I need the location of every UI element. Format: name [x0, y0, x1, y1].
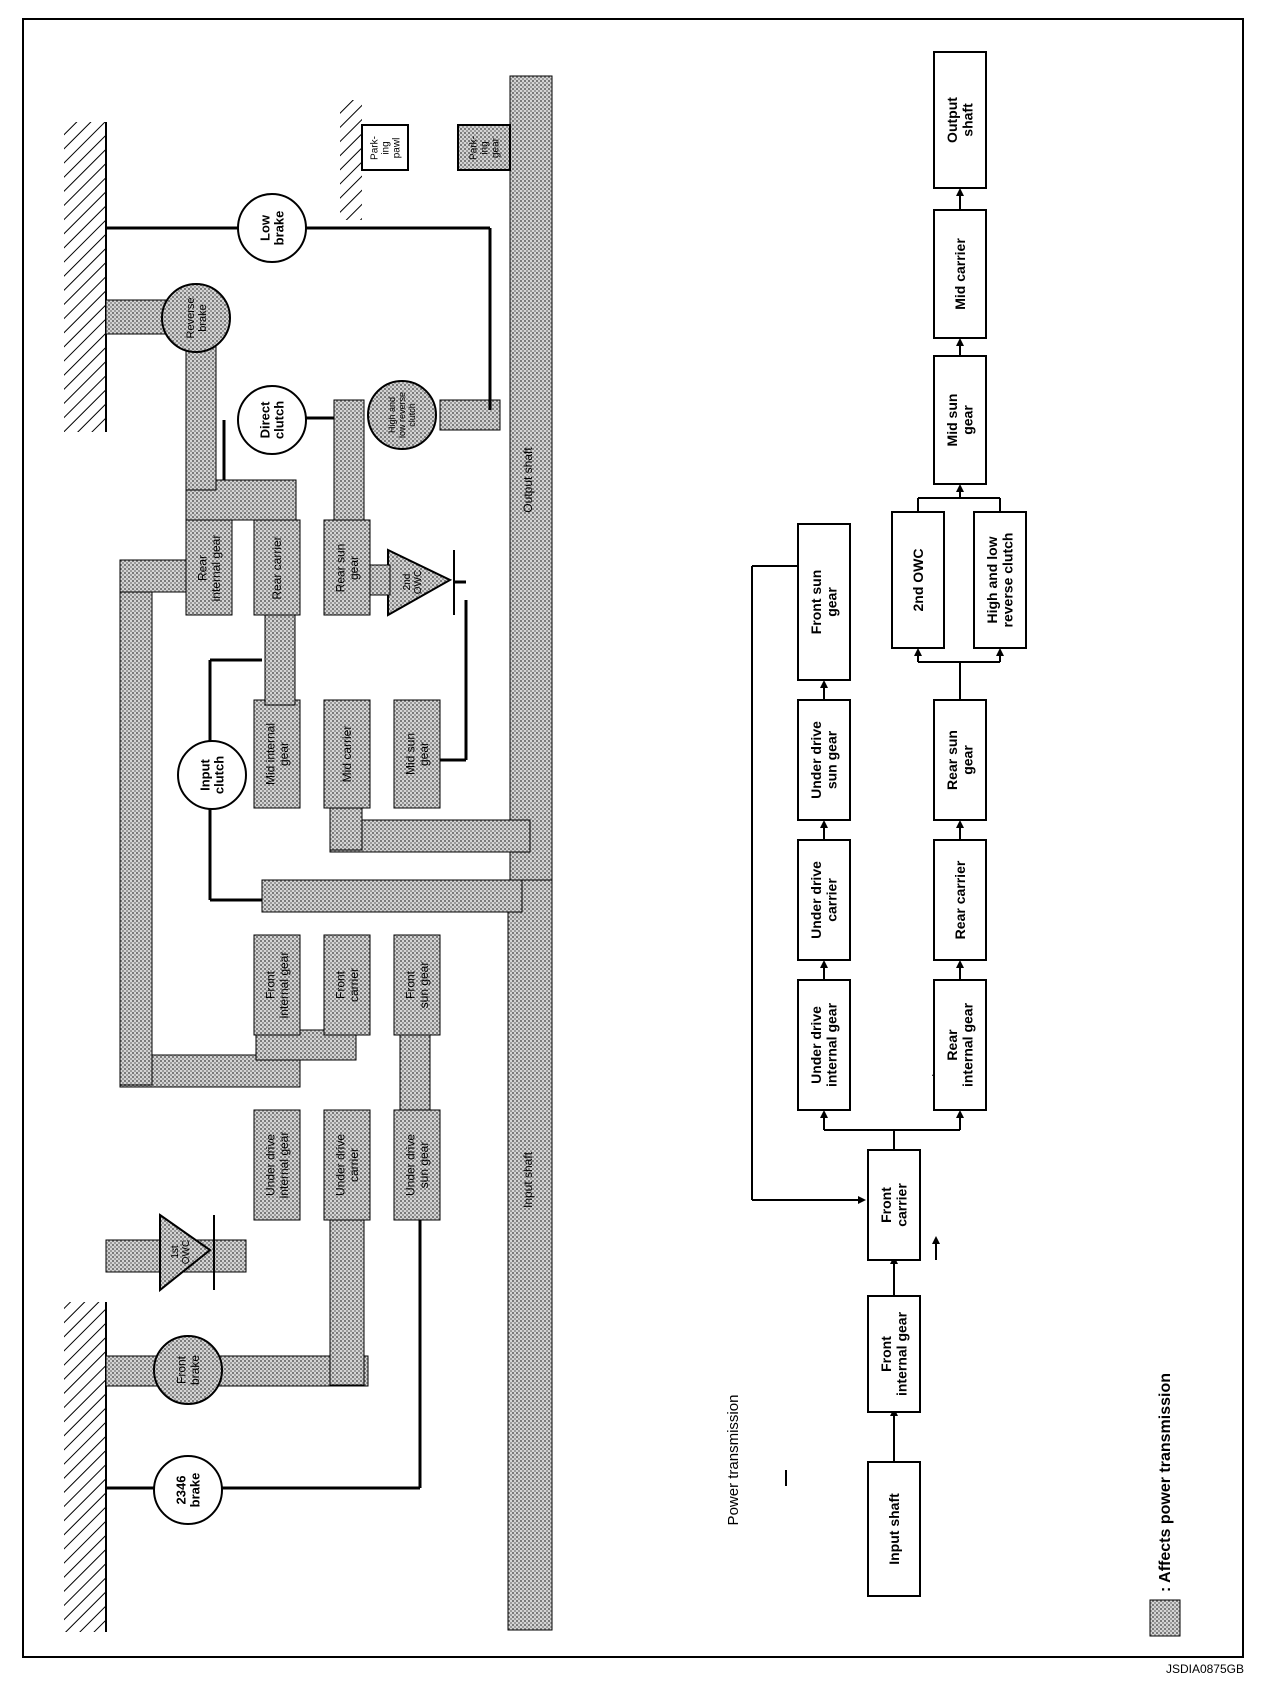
- flow-ud-sun-gear: Under drivesun gear: [797, 699, 851, 821]
- svg-text:Under drivecarrier: Under drivecarrier: [808, 861, 839, 939]
- rear-internal-gear: Rearinternal gear: [185, 519, 233, 616]
- flow-ud-carrier: Under drivecarrier: [797, 839, 851, 961]
- svg-text:Under driveinternal gear: Under driveinternal gear: [264, 1132, 291, 1199]
- ud-internal-gear: Under driveinternal gear: [253, 1109, 301, 1221]
- input-shaft-label: Input shaft: [521, 1151, 535, 1208]
- svg-text:Frontbrake: Frontbrake: [175, 1355, 202, 1385]
- svg-text:2346brake: 2346brake: [173, 1473, 202, 1508]
- input-clutch: Inputclutch: [177, 740, 247, 810]
- legend-swatch: [1149, 1599, 1181, 1637]
- svg-text:Directclutch: Directclutch: [257, 401, 286, 439]
- flow-input-shaft: Input shaft: [867, 1461, 921, 1597]
- output-shaft-label: Output shaft: [521, 447, 535, 513]
- front-brake: Frontbrake: [153, 1335, 223, 1405]
- svg-text:Park-inggear: Park-inggear: [469, 136, 502, 160]
- owc-1st: 1stOWC: [159, 1213, 215, 1293]
- reverse-brake: Reversebrake: [161, 283, 231, 353]
- ud-carrier: Under drivecarrier: [323, 1109, 371, 1221]
- flow-front-internal-gear: Frontinternal gear: [867, 1295, 921, 1413]
- svg-text:Under drivesun gear: Under drivesun gear: [404, 1134, 431, 1196]
- rear-sun-gear: Rear sungear: [323, 519, 371, 616]
- svg-text:Frontinternal gear: Frontinternal gear: [264, 952, 291, 1019]
- figure-reference-code: JSDIA0875GB: [1165, 1662, 1244, 1676]
- input-shaft-bar: [507, 879, 553, 1631]
- svg-text:Mid carrier: Mid carrier: [340, 726, 354, 783]
- svg-text:Reversebrake: Reversebrake: [185, 298, 209, 339]
- flow-mid-sun-gear: Mid sungear: [933, 355, 987, 485]
- svg-text:Mid sungear: Mid sungear: [404, 733, 431, 775]
- legend: : Affects power transmission: [1149, 1373, 1181, 1637]
- low-brake: Lowbrake: [237, 193, 307, 263]
- svg-text:1stOWC: 1stOWC: [170, 1240, 192, 1264]
- svg-text:High andlow reverseclutch: High andlow reverseclutch: [387, 392, 417, 438]
- rear-carrier: Rear carrier: [253, 519, 301, 616]
- svg-text:Frontcarrier: Frontcarrier: [878, 1183, 909, 1227]
- ground-left: [64, 1302, 106, 1632]
- ground-parking: [340, 100, 362, 220]
- mid-sun-gear: Mid sungear: [393, 699, 441, 809]
- mid-carrier: Mid carrier: [323, 699, 371, 809]
- svg-text:Rearinternal gear: Rearinternal gear: [196, 535, 223, 602]
- high-low-reverse-clutch: High andlow reverseclutch: [367, 380, 437, 450]
- output-shaft-bar: [509, 75, 553, 907]
- svg-text:Outputshaft: Outputshaft: [944, 97, 975, 143]
- svg-text:Mid sungear: Mid sungear: [944, 394, 975, 447]
- svg-text:Park-ingpawl: Park-ingpawl: [370, 136, 403, 160]
- svg-text:Mid internalgear: Mid internalgear: [264, 723, 291, 785]
- flow-front-sun-gear: Front sungear: [797, 523, 851, 681]
- flow-mid-carrier: Mid carrier: [933, 209, 987, 339]
- mid-internal-gear: Mid internalgear: [253, 699, 301, 809]
- svg-text:2nd OWC: 2nd OWC: [910, 549, 926, 612]
- flow-front-carrier: Frontcarrier: [867, 1149, 921, 1261]
- svg-text:Rearinternal gear: Rearinternal gear: [944, 1002, 975, 1087]
- svg-text:Lowbrake: Lowbrake: [257, 211, 286, 246]
- gear-schematic: Frontbrake 2346brake 1stOWC Under drivei…: [64, 75, 553, 1632]
- ud-sun-gear: Under drivesun gear: [393, 1109, 441, 1221]
- flow-rear-internal-gear: Rearinternal gear: [933, 979, 987, 1111]
- flow-output-shaft: Outputshaft: [933, 51, 987, 189]
- flow-2nd-owc: 2nd OWC: [891, 511, 945, 649]
- legend-text: : Affects power transmission: [1157, 1373, 1174, 1592]
- svg-text:Under drivecarrier: Under drivecarrier: [334, 1134, 361, 1196]
- flow-ud-internal-gear: Under driveinternal gear: [797, 979, 851, 1111]
- flow-rear-sun-gear: Rear sungear: [933, 699, 987, 821]
- svg-text:2ndOWC: 2ndOWC: [402, 570, 424, 594]
- svg-text:Mid carrier: Mid carrier: [952, 238, 968, 310]
- brake-2346: 2346brake: [153, 1455, 223, 1525]
- ground-right: [64, 122, 106, 432]
- flow-hlr-clutch: High and lowreverse clutch: [973, 511, 1027, 649]
- svg-text:Rear carrier: Rear carrier: [270, 536, 284, 599]
- parking-pawl: Park-ingpawl: [361, 124, 409, 171]
- diagram-title: Power transmission: [725, 1395, 742, 1526]
- svg-text:Rear sungear: Rear sungear: [944, 730, 975, 790]
- direct-clutch: Directclutch: [237, 385, 307, 455]
- power-flow-chart: Input shaft Frontinternal gear Frontcarr…: [751, 51, 1027, 1597]
- parking-gear: Park-inggear: [457, 124, 511, 171]
- svg-text:Rear sungear: Rear sungear: [334, 544, 361, 593]
- front-sun-gear: Frontsun gear: [393, 934, 441, 1036]
- svg-text:Under driveinternal gear: Under driveinternal gear: [808, 1002, 839, 1087]
- svg-text:Rear carrier: Rear carrier: [952, 860, 968, 939]
- svg-text:Under drivesun gear: Under drivesun gear: [808, 721, 839, 799]
- svg-text:Input shaft: Input shaft: [886, 1493, 902, 1565]
- owc-2nd: 2ndOWC: [387, 548, 466, 617]
- svg-text:Front sungear: Front sungear: [808, 570, 839, 635]
- svg-text:Inputclutch: Inputclutch: [197, 756, 226, 794]
- svg-text:Frontinternal gear: Frontinternal gear: [878, 1311, 909, 1396]
- figure-frame: [22, 18, 1244, 1658]
- svg-text:Frontcarrier: Frontcarrier: [334, 968, 361, 1002]
- svg-text:High and lowreverse clutch: High and lowreverse clutch: [984, 533, 1015, 628]
- svg-text:Frontsun gear: Frontsun gear: [404, 962, 431, 1009]
- front-carrier: Frontcarrier: [323, 934, 371, 1036]
- front-internal-gear: Frontinternal gear: [253, 934, 301, 1036]
- flow-rear-carrier: Rear carrier: [933, 839, 987, 961]
